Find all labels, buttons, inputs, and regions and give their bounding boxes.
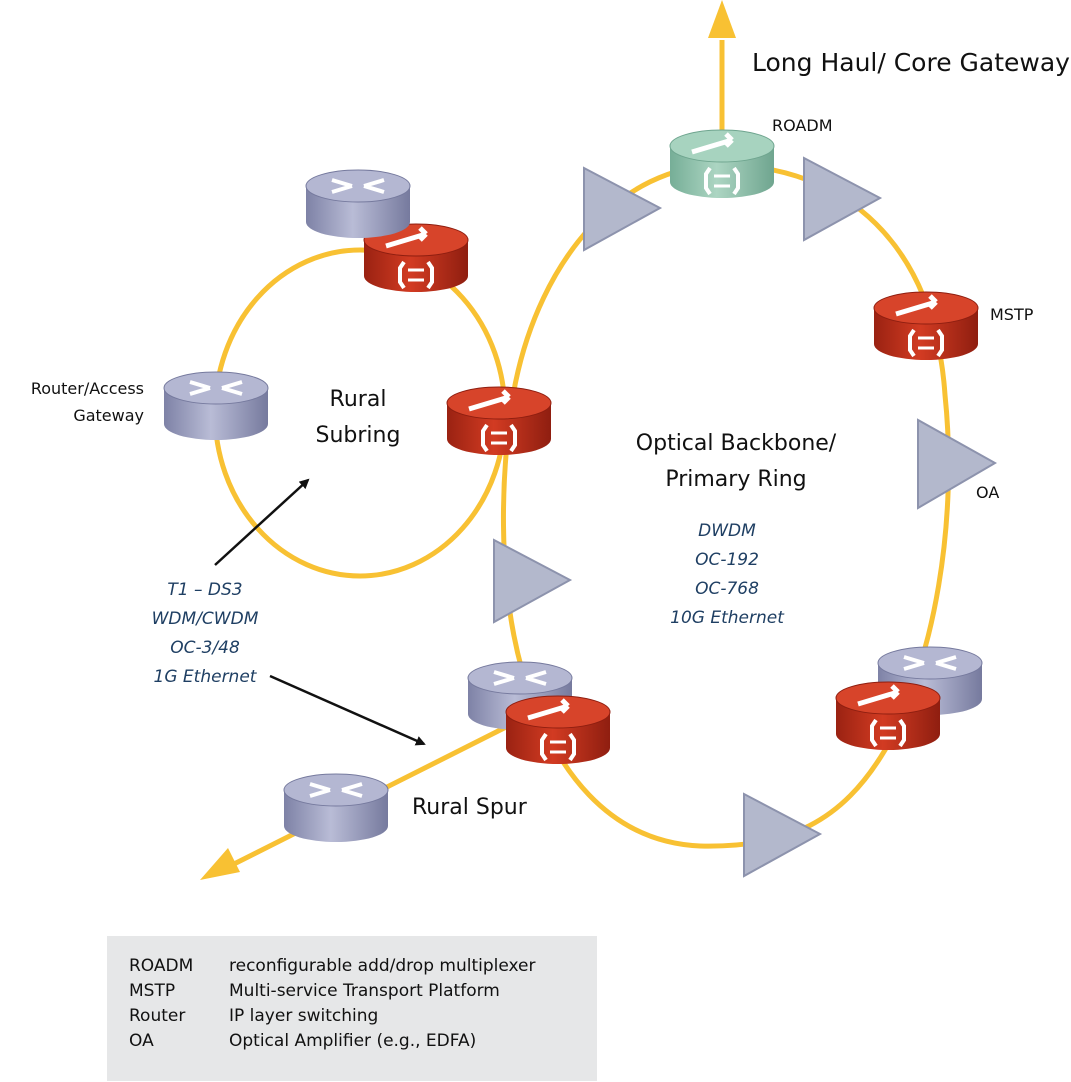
legend-abbr: OA — [129, 1031, 154, 1051]
router-label-line2: Gateway — [73, 406, 144, 425]
router-access-gateway-icon — [163, 371, 269, 440]
legend-abbr: MSTP — [129, 981, 176, 1001]
legend-desc: Multi-service Transport Platform — [229, 981, 500, 1001]
backbone-label-line1: Optical Backbone/ — [636, 431, 837, 456]
backbone-tech-4: 10G Ethernet — [670, 608, 785, 628]
mstp-node-icon-4 — [505, 695, 611, 764]
backbone-label-line2: Primary Ring — [665, 467, 806, 492]
mstp-node-icon-3 — [446, 386, 552, 455]
backbone-ring-fiber — [501, 162, 952, 849]
gateway-arrow-head — [708, 0, 736, 38]
mstp-node-icon-1 — [363, 223, 469, 292]
optical-amplifier-5 — [743, 792, 823, 878]
legend-box: ROADM reconfigurable add/drop multiplexe… — [107, 936, 597, 1081]
pointer-arrow-spur — [269, 674, 426, 746]
legend-desc: Optical Amplifier (e.g., EDFA) — [229, 1031, 477, 1051]
router-node-icon-1 — [305, 169, 411, 238]
subring-tech-2: WDM/CWDM — [152, 609, 259, 629]
oa-label: OA — [976, 483, 999, 502]
subring-tech-1: T1 – DS3 — [167, 580, 242, 600]
subring-label-line1: Rural — [330, 387, 387, 412]
pointer-arrow-subring — [214, 478, 310, 566]
optical-amplifier-1 — [583, 166, 663, 252]
mstp-label: MSTP — [990, 305, 1034, 324]
optical-amplifier-3 — [917, 418, 998, 510]
legend-row-oa: OA Optical Amplifier (e.g., EDFA) — [129, 1029, 597, 1054]
legend-abbr: Router — [129, 1006, 186, 1026]
subring-tech-3: OC-3/48 — [170, 638, 240, 658]
legend-desc: reconfigurable add/drop multiplexer — [229, 956, 536, 976]
mstp-node-icon-2 — [873, 291, 979, 360]
spur-arrow-head — [200, 848, 240, 880]
optical-amplifier-4 — [493, 538, 573, 624]
subring-label-line2: Subring — [316, 423, 401, 448]
roadm-label: ROADM — [772, 116, 833, 135]
legend-row-roadm: ROADM reconfigurable add/drop multiplexe… — [129, 954, 597, 979]
legend-row-router: Router IP layer switching — [129, 1004, 597, 1029]
optical-amplifier-2 — [803, 156, 883, 242]
mstp-node-icon-5 — [835, 681, 941, 750]
roadm-node-icon — [669, 129, 775, 198]
router-spur-icon — [283, 773, 389, 842]
gateway-label: Long Haul/ Core Gateway — [752, 48, 1070, 77]
legend-desc: IP layer switching — [229, 1006, 379, 1026]
backbone-tech-2: OC-192 — [695, 550, 759, 570]
backbone-tech-1: DWDM — [698, 521, 756, 541]
backbone-tech-3: OC-768 — [695, 579, 759, 599]
subring-tech-4: 1G Ethernet — [154, 667, 258, 687]
router-label-line1: Router/Access — [31, 379, 144, 398]
legend-abbr: ROADM — [129, 956, 194, 976]
spur-label: Rural Spur — [412, 795, 528, 820]
legend-row-mstp: MSTP Multi-service Transport Platform — [129, 979, 597, 1004]
